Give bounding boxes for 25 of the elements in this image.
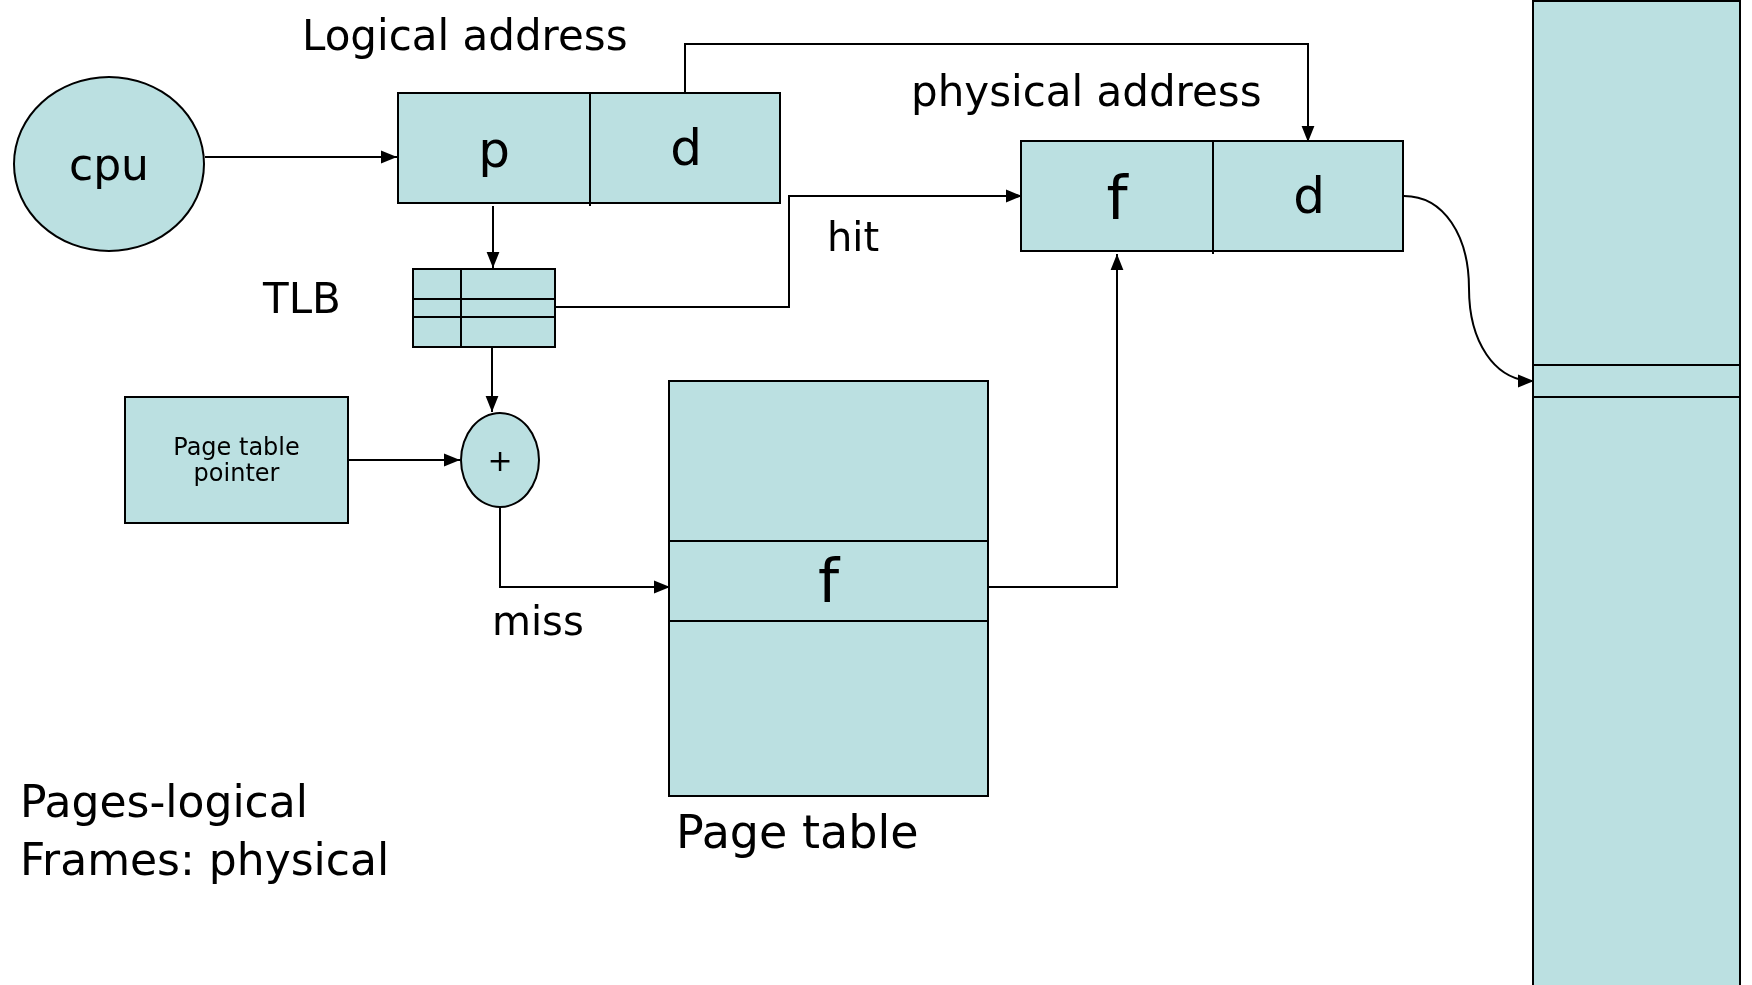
arrow bbox=[204, 150, 398, 164]
arrow bbox=[1403, 195, 1535, 387]
note-text: Pages-logical bbox=[20, 776, 308, 827]
arrow bbox=[486, 205, 500, 269]
arrow bbox=[684, 43, 1315, 143]
table-row: f bbox=[670, 540, 987, 622]
address-field: d bbox=[591, 94, 781, 202]
address-heading: physical address bbox=[911, 67, 1262, 116]
adder-circle: + bbox=[460, 412, 540, 508]
tlb-heading: TLB bbox=[263, 274, 341, 323]
address-field: p bbox=[399, 94, 591, 206]
cpu-circle: cpu bbox=[13, 76, 205, 252]
arrow bbox=[986, 253, 1124, 588]
note-text: Frames: physical bbox=[20, 834, 390, 885]
table-heading: Page table bbox=[676, 805, 919, 859]
arrow bbox=[555, 189, 1023, 308]
memory-column bbox=[1532, 0, 1741, 985]
register-box: Page table pointer bbox=[124, 396, 349, 524]
address-field: d bbox=[1214, 142, 1404, 250]
frame-slot bbox=[1534, 364, 1739, 398]
address-field: f bbox=[1022, 142, 1214, 254]
address-heading: Logical address bbox=[302, 11, 628, 60]
arrow bbox=[499, 507, 671, 594]
arrow bbox=[485, 347, 499, 413]
arrow bbox=[348, 453, 461, 467]
